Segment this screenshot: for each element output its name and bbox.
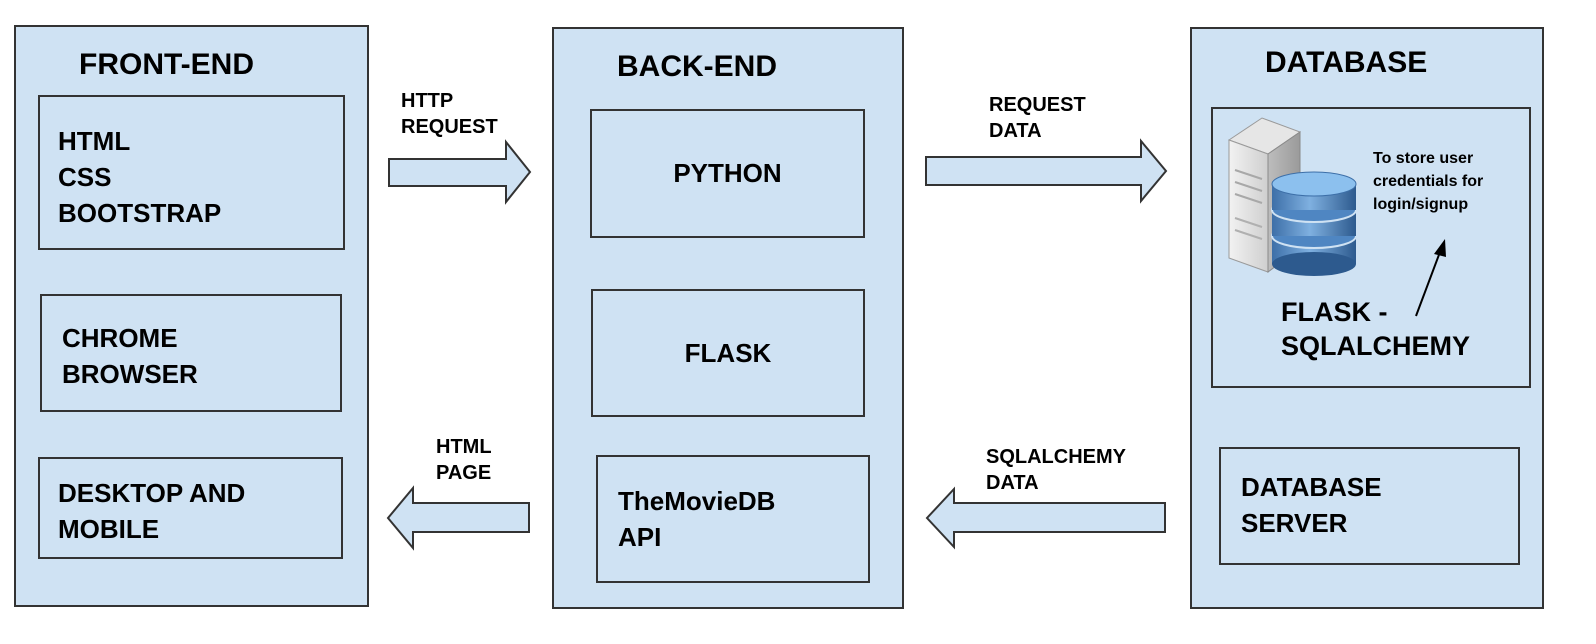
frontend-title: FRONT-END [79, 48, 254, 81]
sqlalchemy-data-label: SQLALCHEMY DATA [986, 446, 1126, 494]
database-title: DATABASE [1265, 46, 1428, 79]
html-page-arrow [386, 485, 530, 551]
database-note: To store user credentials for login/sign… [1373, 150, 1484, 213]
backend-api-box: TheMovieDB API [596, 455, 870, 583]
html-page-label: HTML PAGE [436, 436, 492, 484]
backend-python-box: PYTHON [590, 109, 865, 238]
sqlalchemy-data-arrow [925, 486, 1166, 550]
note-pointer-arrow [1415, 239, 1446, 317]
http-request-arrow [388, 139, 532, 205]
backend-flask-label: FLASK [684, 337, 772, 368]
backend-python-label: PYTHON [673, 158, 782, 188]
frontend-browser-label: CHROME BROWSER [62, 323, 198, 389]
database-server-label: DATABASE SERVER [1241, 472, 1382, 538]
backend-api-label: TheMovieDB API [618, 486, 776, 552]
request-data-label: REQUEST DATA [989, 94, 1086, 142]
frontend-device-box: DESKTOP AND MOBILE [38, 457, 343, 559]
frontend-tech-box: HTML CSS BOOTSTRAP [38, 95, 345, 250]
frontend-tech-label: HTML CSS BOOTSTRAP [58, 126, 222, 228]
frontend-browser-box: CHROME BROWSER [40, 294, 342, 412]
request-data-arrow [925, 138, 1168, 204]
server-database-icon [1227, 117, 1357, 276]
frontend-device-label: DESKTOP AND MOBILE [58, 478, 246, 544]
database-orm-label: FLASK - SQLALCHEMY [1281, 297, 1470, 361]
http-request-label: HTTP REQUEST [401, 90, 498, 138]
database-server-box: DATABASE SERVER [1219, 447, 1520, 565]
backend-flask-box: FLASK [591, 289, 865, 417]
backend-title: BACK-END [617, 50, 777, 83]
